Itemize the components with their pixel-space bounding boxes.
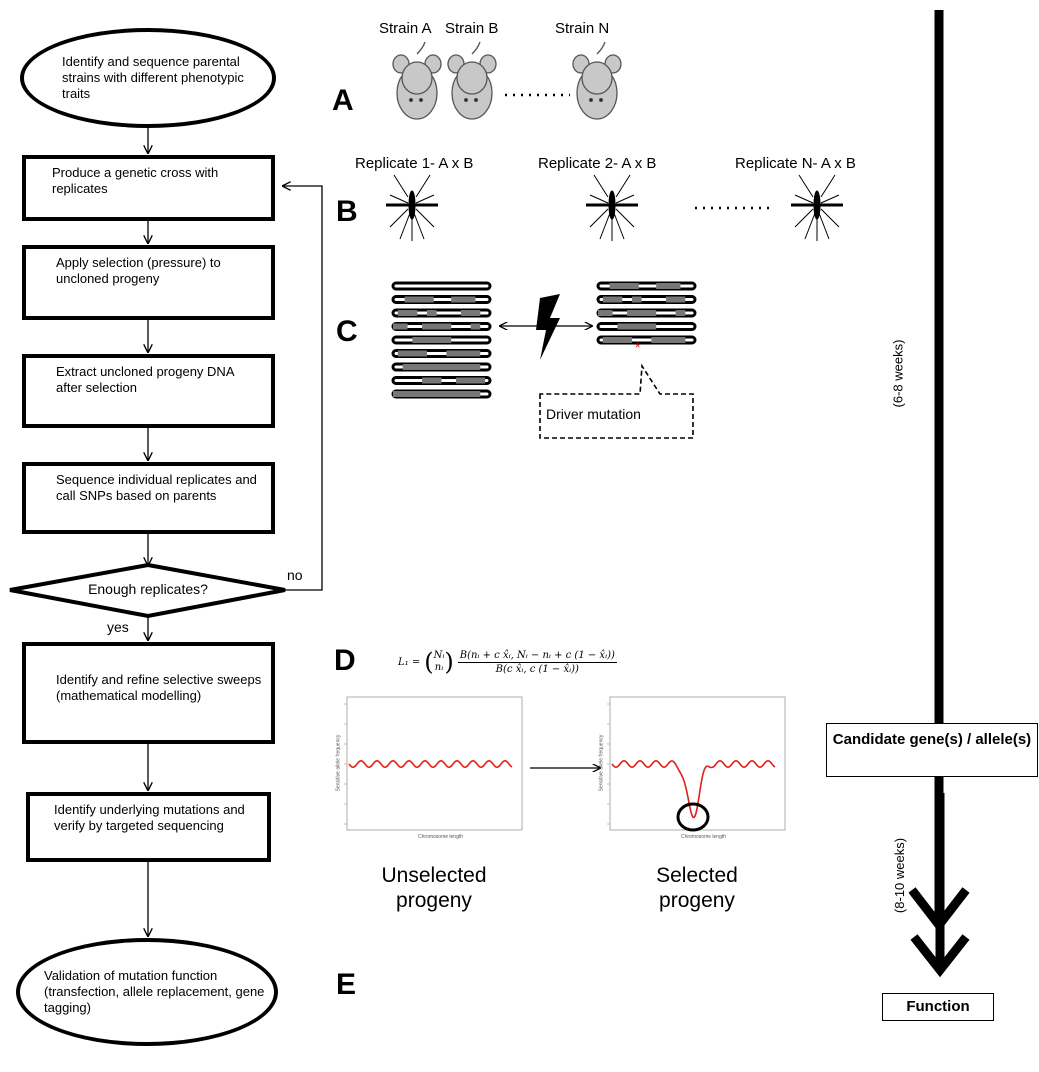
formula-binomial: ( Nᵢ nᵢ ): [424, 648, 454, 676]
chromosome-set-parental: [391, 281, 492, 399]
strain-label-a: Strain A: [379, 20, 432, 37]
binom-bottom: nᵢ: [434, 662, 444, 673]
decision-diamond: [9, 562, 286, 619]
plot1-ylabel: Sensitive allele frequency: [335, 734, 342, 792]
chromosome-segment: [470, 323, 481, 330]
yes-label: yes: [107, 619, 129, 635]
driver-mutation-label: Driver mutation: [546, 406, 641, 422]
chromosome-segment: [602, 337, 632, 343]
binom-top: Nᵢ: [433, 650, 445, 661]
selection-step-box: Apply selection (pressure) to uncloned p…: [22, 245, 275, 320]
plot2-ylabel: Sensitive allele frequency: [598, 734, 605, 792]
cross-step-text: Produce a genetic cross with replicates: [52, 165, 219, 196]
chromosome-segment: [422, 377, 442, 384]
chromosome-segment: [631, 296, 642, 303]
formula-denominator: B(c x̂ᵢ, c (1 − x̂ᵢ)): [495, 663, 579, 675]
end-oval: Validation of mutation function (transfe…: [16, 938, 278, 1046]
likelihood-formula: L₁ = ( Nᵢ nᵢ ) B(nᵢ + c x̂ᵢ, Nᵢ − nᵢ + c…: [398, 644, 617, 680]
panel-letter-c: C: [336, 315, 358, 348]
strain-label-n: Strain N: [555, 20, 610, 37]
sweeps-step-box: Identify and refine selective sweeps (ma…: [22, 642, 275, 744]
cross-step-box: Produce a genetic cross with replicates: [22, 155, 275, 221]
chromosome-segment: [402, 364, 481, 370]
chromosome-segment: [598, 310, 613, 316]
chromosome-segment: [627, 310, 657, 316]
chromosome-segment: [609, 283, 639, 289]
sweeps-step-text: Identify and refine selective sweeps (ma…: [56, 672, 262, 703]
chromosome-segment: [656, 283, 681, 289]
duration-label-2: (8-10 weeks): [892, 837, 908, 914]
replicate-label-2: Replicate 2- A x B: [538, 155, 657, 172]
start-oval: Identify and sequence parental strains w…: [20, 28, 276, 128]
extract-step-text: Extract uncloned progeny DNA after selec…: [56, 364, 234, 395]
replicate-label-n: Replicate N- A x B: [735, 155, 856, 172]
unselected-caption: Unselected progeny: [381, 864, 487, 912]
panel-letter-a: A: [332, 84, 354, 117]
mutations-step-text: Identify underlying mutations and verify…: [54, 802, 245, 833]
plot-selected: [609, 696, 786, 832]
chromosome-segment: [446, 350, 481, 357]
function-text: Function: [906, 998, 970, 1015]
start-text: Identify and sequence parental strains w…: [62, 54, 244, 101]
chromosome-segment: [602, 296, 623, 303]
chromosome-segment: [397, 350, 427, 357]
mouse-icon: [392, 41, 622, 120]
candidate-text: Candidate gene(s) / allele(s): [832, 731, 1032, 748]
formula-numerator: B(nᵢ + c x̂ᵢ, Nᵢ − nᵢ + c (1 − x̂ᵢ)): [457, 649, 617, 663]
chromosome-segment: [422, 323, 452, 330]
formula-fraction: B(nᵢ + c x̂ᵢ, Nᵢ − nᵢ + c (1 − x̂ᵢ)) B(c…: [457, 649, 617, 676]
decision-text: Enough replicates?: [88, 581, 208, 597]
duration-label-1: (6-8 weeks): [890, 339, 906, 408]
sequence-step-text: Sequence individual replicates and call …: [56, 472, 257, 503]
chromosome-segment: [675, 310, 686, 316]
formula-lhs: L₁ =: [398, 656, 421, 668]
panel-letter-d: D: [334, 644, 356, 677]
lightning-icon: [536, 294, 560, 360]
highlight-circle: [676, 802, 710, 832]
end-text: Validation of mutation function (transfe…: [44, 968, 265, 1015]
chromosome-segment: [451, 296, 476, 303]
timeline-arrow-2: [910, 793, 970, 978]
chromosome-segment: [393, 391, 481, 397]
replicate-label-1: Replicate 1- A x B: [355, 155, 474, 172]
strain-label-b: Strain B: [445, 20, 499, 37]
chromosome-segment: [412, 337, 452, 343]
chromosome-segment: [393, 323, 408, 330]
flow-connectors: [148, 128, 323, 936]
chromosome-set-selected: [596, 281, 697, 345]
chromosome-segment: [617, 323, 657, 330]
chromosome-segment: [404, 296, 434, 303]
callout-bubble: [539, 363, 694, 439]
driver-marker: *: [635, 339, 641, 355]
mutations-step-box: Identify underlying mutations and verify…: [26, 792, 271, 862]
plot1-xlabel: Chromosome length: [418, 834, 464, 840]
chromosome-segment: [651, 337, 686, 343]
chromosome-bar: [391, 281, 492, 291]
chromosome-segment: [460, 310, 481, 316]
no-label: no: [287, 567, 303, 583]
selected-caption: Selected progeny: [656, 864, 738, 912]
selection-step-text: Apply selection (pressure) to uncloned p…: [56, 255, 221, 286]
chromosome-segment: [665, 296, 686, 303]
mosquito-icon: [386, 174, 843, 241]
chromosome-segment: [397, 310, 418, 316]
plot-ticks: [344, 703, 610, 825]
chromosome-segment: [426, 310, 437, 316]
panel-letter-b: B: [336, 195, 358, 228]
panel-letter-e: E: [336, 968, 357, 1001]
function-box: Function: [882, 993, 994, 1021]
sequence-step-box: Sequence individual replicates and call …: [22, 462, 275, 534]
plot2-xlabel: Chromosome length: [681, 834, 727, 840]
extract-step-box: Extract uncloned progeny DNA after selec…: [22, 354, 275, 428]
timeline-arrow-1: [908, 10, 970, 933]
chromosome-segment: [456, 377, 486, 384]
candidate-box: Candidate gene(s) / allele(s): [826, 723, 1038, 777]
plot-unselected: [346, 696, 523, 831]
